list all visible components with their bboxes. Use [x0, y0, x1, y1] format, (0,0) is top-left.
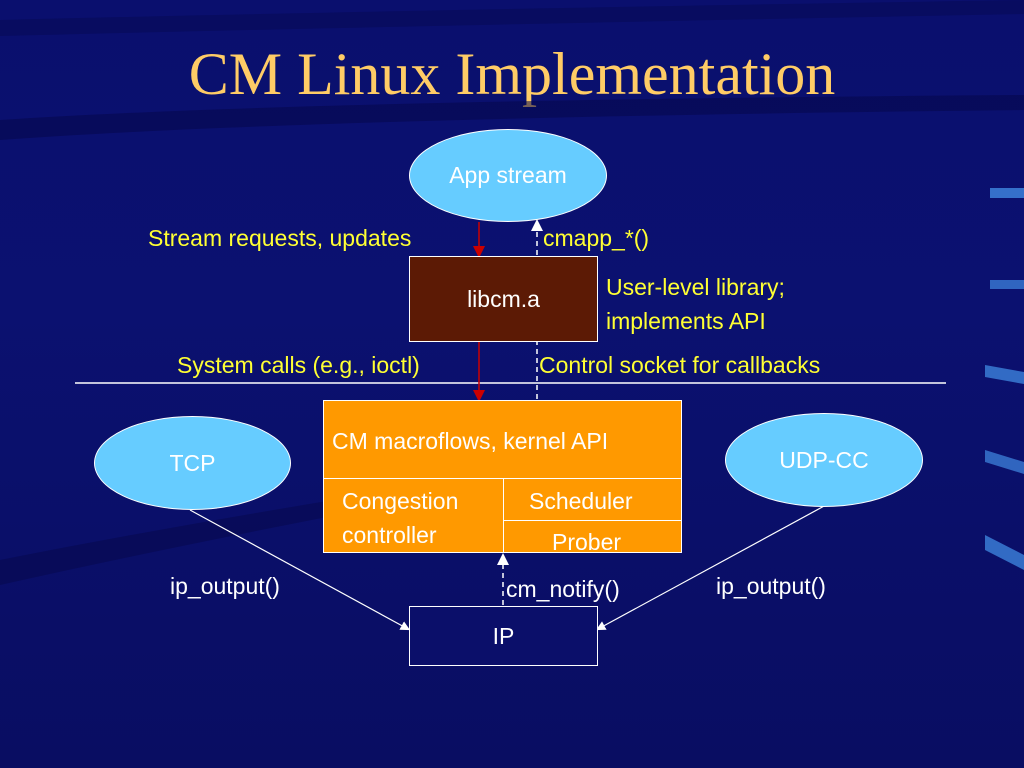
- cm-notify-label: cm_notify(): [506, 576, 620, 602]
- system-calls-label: System calls (e.g., ioctl): [177, 352, 420, 378]
- stream-requests-label: Stream requests, updates: [148, 225, 412, 251]
- ip-output-right-label: ip_output(): [716, 573, 826, 599]
- control-socket-label: Control socket for callbacks: [539, 352, 821, 378]
- app-stream-node: App stream: [409, 129, 607, 222]
- app-stream-label: App stream: [449, 162, 567, 188]
- congestion-line2: controller: [342, 522, 437, 548]
- udp-cc-label: UDP-CC: [779, 446, 869, 473]
- cm-horizontal-divider: [324, 478, 681, 479]
- scheduler-label: Scheduler: [529, 488, 633, 514]
- cm-vertical-divider: [503, 478, 504, 553]
- ip-box: IP: [409, 606, 598, 666]
- cmapp-label: cmapp_*(): [543, 225, 650, 251]
- cm-macroflows-label: CM macroflows, kernel API: [332, 428, 609, 454]
- ip-label: IP: [492, 622, 515, 649]
- user-library-line1: User-level library;: [606, 274, 785, 300]
- user-library-line2: implements API: [606, 308, 766, 334]
- slide-title: CM Linux Implementation: [188, 41, 836, 107]
- prober-label: Prober: [552, 529, 622, 555]
- scheduler-prober-divider: [503, 520, 681, 521]
- libcm-label: libcm.a: [467, 285, 540, 312]
- ip-output-left-label: ip_output(): [170, 573, 280, 599]
- cm-kernel-block: CM macroflows, kernel API Congestion con…: [323, 400, 682, 555]
- udp-cc-node: UDP-CC: [725, 413, 923, 507]
- tcp-label: TCP: [169, 449, 216, 476]
- tcp-node: TCP: [94, 416, 291, 510]
- congestion-line1: Congestion: [342, 488, 459, 514]
- libcm-box: libcm.a: [409, 256, 598, 342]
